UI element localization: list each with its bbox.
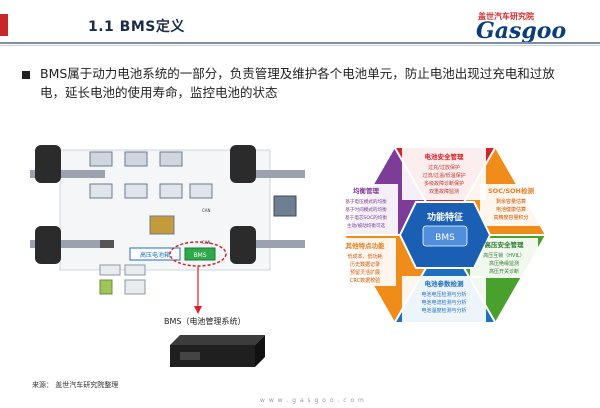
sector-title: 其他特点功能 <box>346 241 386 250</box>
bms-description: BMS属于动力电池系统的一部分，负责管理及维护各个电池单元，防止电池出现过充电和… <box>40 66 555 100</box>
sector-item: 双重故障监测 <box>429 188 459 195</box>
rear-axle <box>230 170 305 178</box>
bms-function-hexagon: 功能特征 BMS 电池安全管理 过充/过放保护 过流/过温/低温保护 多级故障诊… <box>334 147 545 323</box>
front-axle-lower <box>30 240 105 248</box>
sector-title: 电池参数检测 <box>425 279 465 288</box>
sector-item: 高压绝缘监测 <box>489 260 519 267</box>
sector-item: 历史数据记录 <box>350 261 380 268</box>
title-accent-bar <box>0 14 8 36</box>
sector-title: 电池安全管理 <box>425 152 465 161</box>
wheel-front-left <box>35 145 61 183</box>
wheel-rear-left <box>35 226 61 264</box>
bms-device-front <box>170 345 255 367</box>
bms-device-side <box>255 335 265 367</box>
rear-axle-lower <box>230 240 305 248</box>
sector-item: 多级故障诊断保护 <box>424 180 464 187</box>
arrow-down-icon <box>194 306 202 314</box>
header-divider <box>0 42 600 44</box>
center-bms-badge <box>422 225 468 247</box>
sector-item: 基于时间模式的均衡 <box>345 206 387 213</box>
wheel-rear-right <box>230 226 256 264</box>
hv-battery-label: 高压电池箱 <box>140 251 170 259</box>
bullet-square-icon <box>22 71 30 79</box>
vehicle-powertrain-diagram: 高压电池箱 BMS CAN CAN <box>30 145 305 367</box>
sector-item: 高精度容量积分 <box>493 214 528 221</box>
sector-title: SOC/SOH检测 <box>488 186 534 195</box>
sector-item: 电池健康估算 <box>496 206 526 213</box>
sector-item: 剩余容量估算 <box>496 198 526 205</box>
center-bms-label: BMS <box>435 233 455 243</box>
sector-item: 高压互锁（HVIL） <box>483 252 524 259</box>
sector-item: 电池电压检测与分析 <box>421 291 466 298</box>
sector-item: 过充/过放保护 <box>428 164 460 171</box>
gasgoo-logo: Gasgoo <box>476 18 567 44</box>
sector-item: 预留灵活扩展 <box>350 269 380 276</box>
logo-chinese-text: 盖世汽车研究院 <box>478 12 534 21</box>
header-divider-thin <box>0 45 600 46</box>
sector-item: 高压开关诊断 <box>489 268 519 275</box>
front-axle <box>30 170 105 178</box>
sector-item: CRC数据校验 <box>350 277 380 284</box>
sector-item: 基于电压模式的均衡 <box>345 198 387 205</box>
sector-item: 电池电流检测与分析 <box>421 299 466 306</box>
page-title: 1.1 BMS定义 <box>88 19 185 35</box>
sector-title: 高压安全管理 <box>485 240 525 249</box>
bms-device-top <box>170 335 265 345</box>
footer-url: w w w . g a s g o o . c o m <box>260 397 365 404</box>
wheel-front-right <box>230 145 256 183</box>
bms-box-label: BMS <box>193 252 206 259</box>
sector-item: 过流/过温/低温保护 <box>422 172 465 179</box>
bms-box <box>184 247 216 261</box>
bms-caption: BMS（电池管理系统） <box>164 317 246 326</box>
source-note: 来源： 盖世汽车研究院整理 <box>32 381 119 389</box>
sector-title: 均衡管理 <box>353 186 380 195</box>
can-label: CAN <box>202 208 211 213</box>
sector-item: 电池温度检测与分析 <box>421 307 466 314</box>
sector-item: 低成本、低功耗 <box>347 253 382 260</box>
sector-item: 主动/被动均衡可选 <box>347 222 386 229</box>
center-title: 功能特征 <box>427 211 463 223</box>
hv-battery-box <box>129 247 181 261</box>
sector-item: 基于电芯SOC的均衡 <box>345 214 387 221</box>
